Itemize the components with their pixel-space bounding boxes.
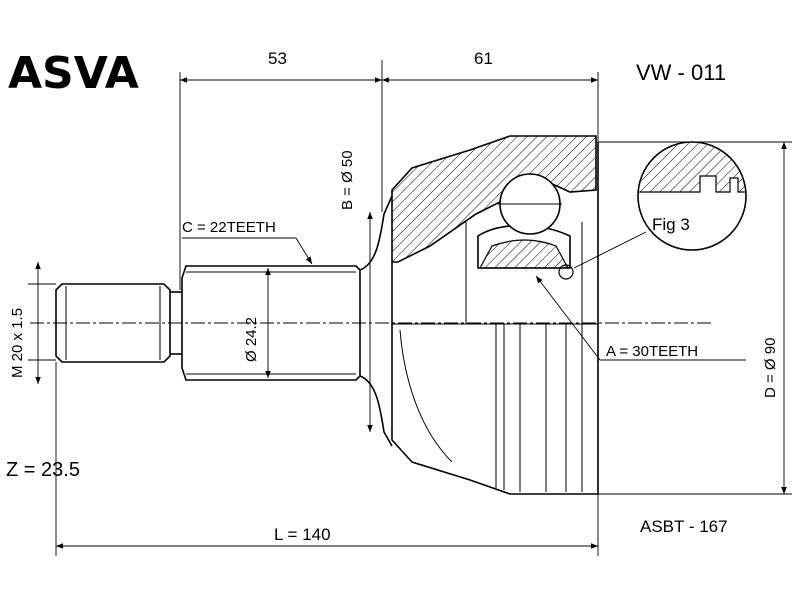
bell-housing [391, 135, 599, 495]
top-dimension: 53 61 [179, 49, 599, 290]
dim-53: 53 [268, 49, 287, 68]
dim-shaft-group: Ø 24.2 [243, 268, 271, 378]
dim-c-label: C = 22TEETH [182, 219, 276, 236]
dim-z-label: Z = 23.5 [6, 459, 80, 481]
shaft [55, 195, 393, 447]
fig3-label: Fig 3 [652, 215, 690, 234]
dim-c-group: C = 22TEETH [182, 219, 313, 265]
dim-thread-group: M 20 x 1.5 [9, 262, 56, 384]
dim-a-group: A = 30TEETH [535, 275, 746, 361]
dim-d-label: D = Ø 90 [762, 338, 779, 398]
dim-l-label: L = 140 [274, 525, 331, 544]
dim-b-group: B = Ø 50 [339, 150, 373, 432]
dim-61: 61 [474, 49, 493, 68]
dim-a-label: A = 30TEETH [606, 343, 698, 360]
reference-number: ASBT - 167 [640, 517, 728, 536]
dim-b-label: B = Ø 50 [339, 150, 356, 210]
dim-l-group: L = 140 [55, 362, 599, 556]
dim-thread-label: M 20 x 1.5 [9, 308, 26, 378]
part-number: VW - 011 [636, 60, 726, 85]
dim-shaft-label: Ø 24.2 [243, 317, 260, 362]
fig3-detail: Fig 3 [558, 141, 747, 280]
dim-d-group: D = Ø 90 [598, 141, 792, 495]
brand-logo: ASVA [8, 48, 139, 99]
